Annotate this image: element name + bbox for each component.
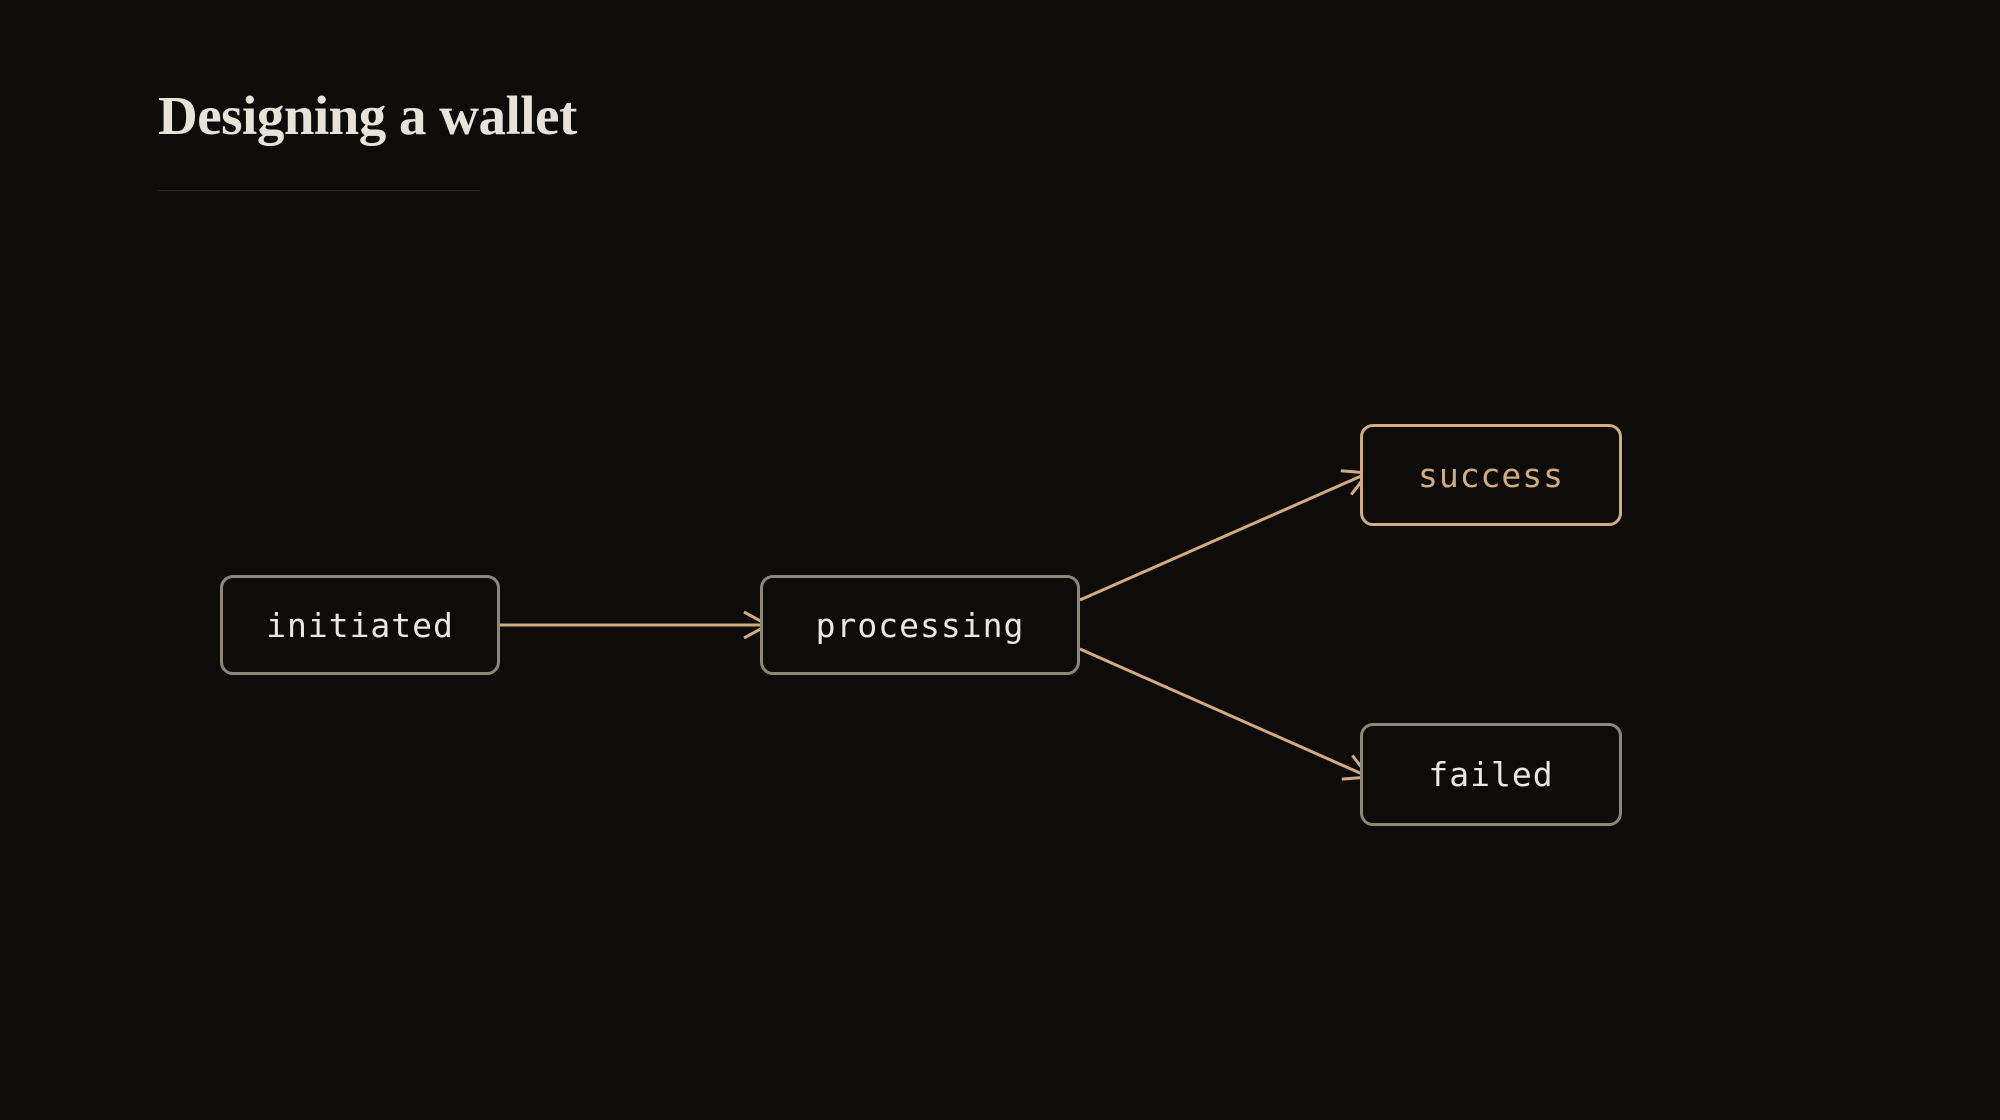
edge-processing-success[interactable]: [1079, 469, 1371, 602]
node-initiated[interactable]: initiated: [220, 575, 500, 675]
page-title: Designing a wallet: [158, 85, 577, 146]
edge-processing-failed[interactable]: [1079, 647, 1372, 781]
node-success[interactable]: success: [1360, 424, 1622, 526]
node-initiated-label: initiated: [266, 605, 454, 645]
node-failed[interactable]: failed: [1360, 723, 1622, 826]
node-processing[interactable]: processing: [760, 575, 1080, 675]
title-divider: [158, 190, 480, 191]
node-processing-label: processing: [815, 605, 1025, 645]
node-failed-label: failed: [1428, 755, 1554, 794]
node-success-label: success: [1417, 455, 1565, 495]
